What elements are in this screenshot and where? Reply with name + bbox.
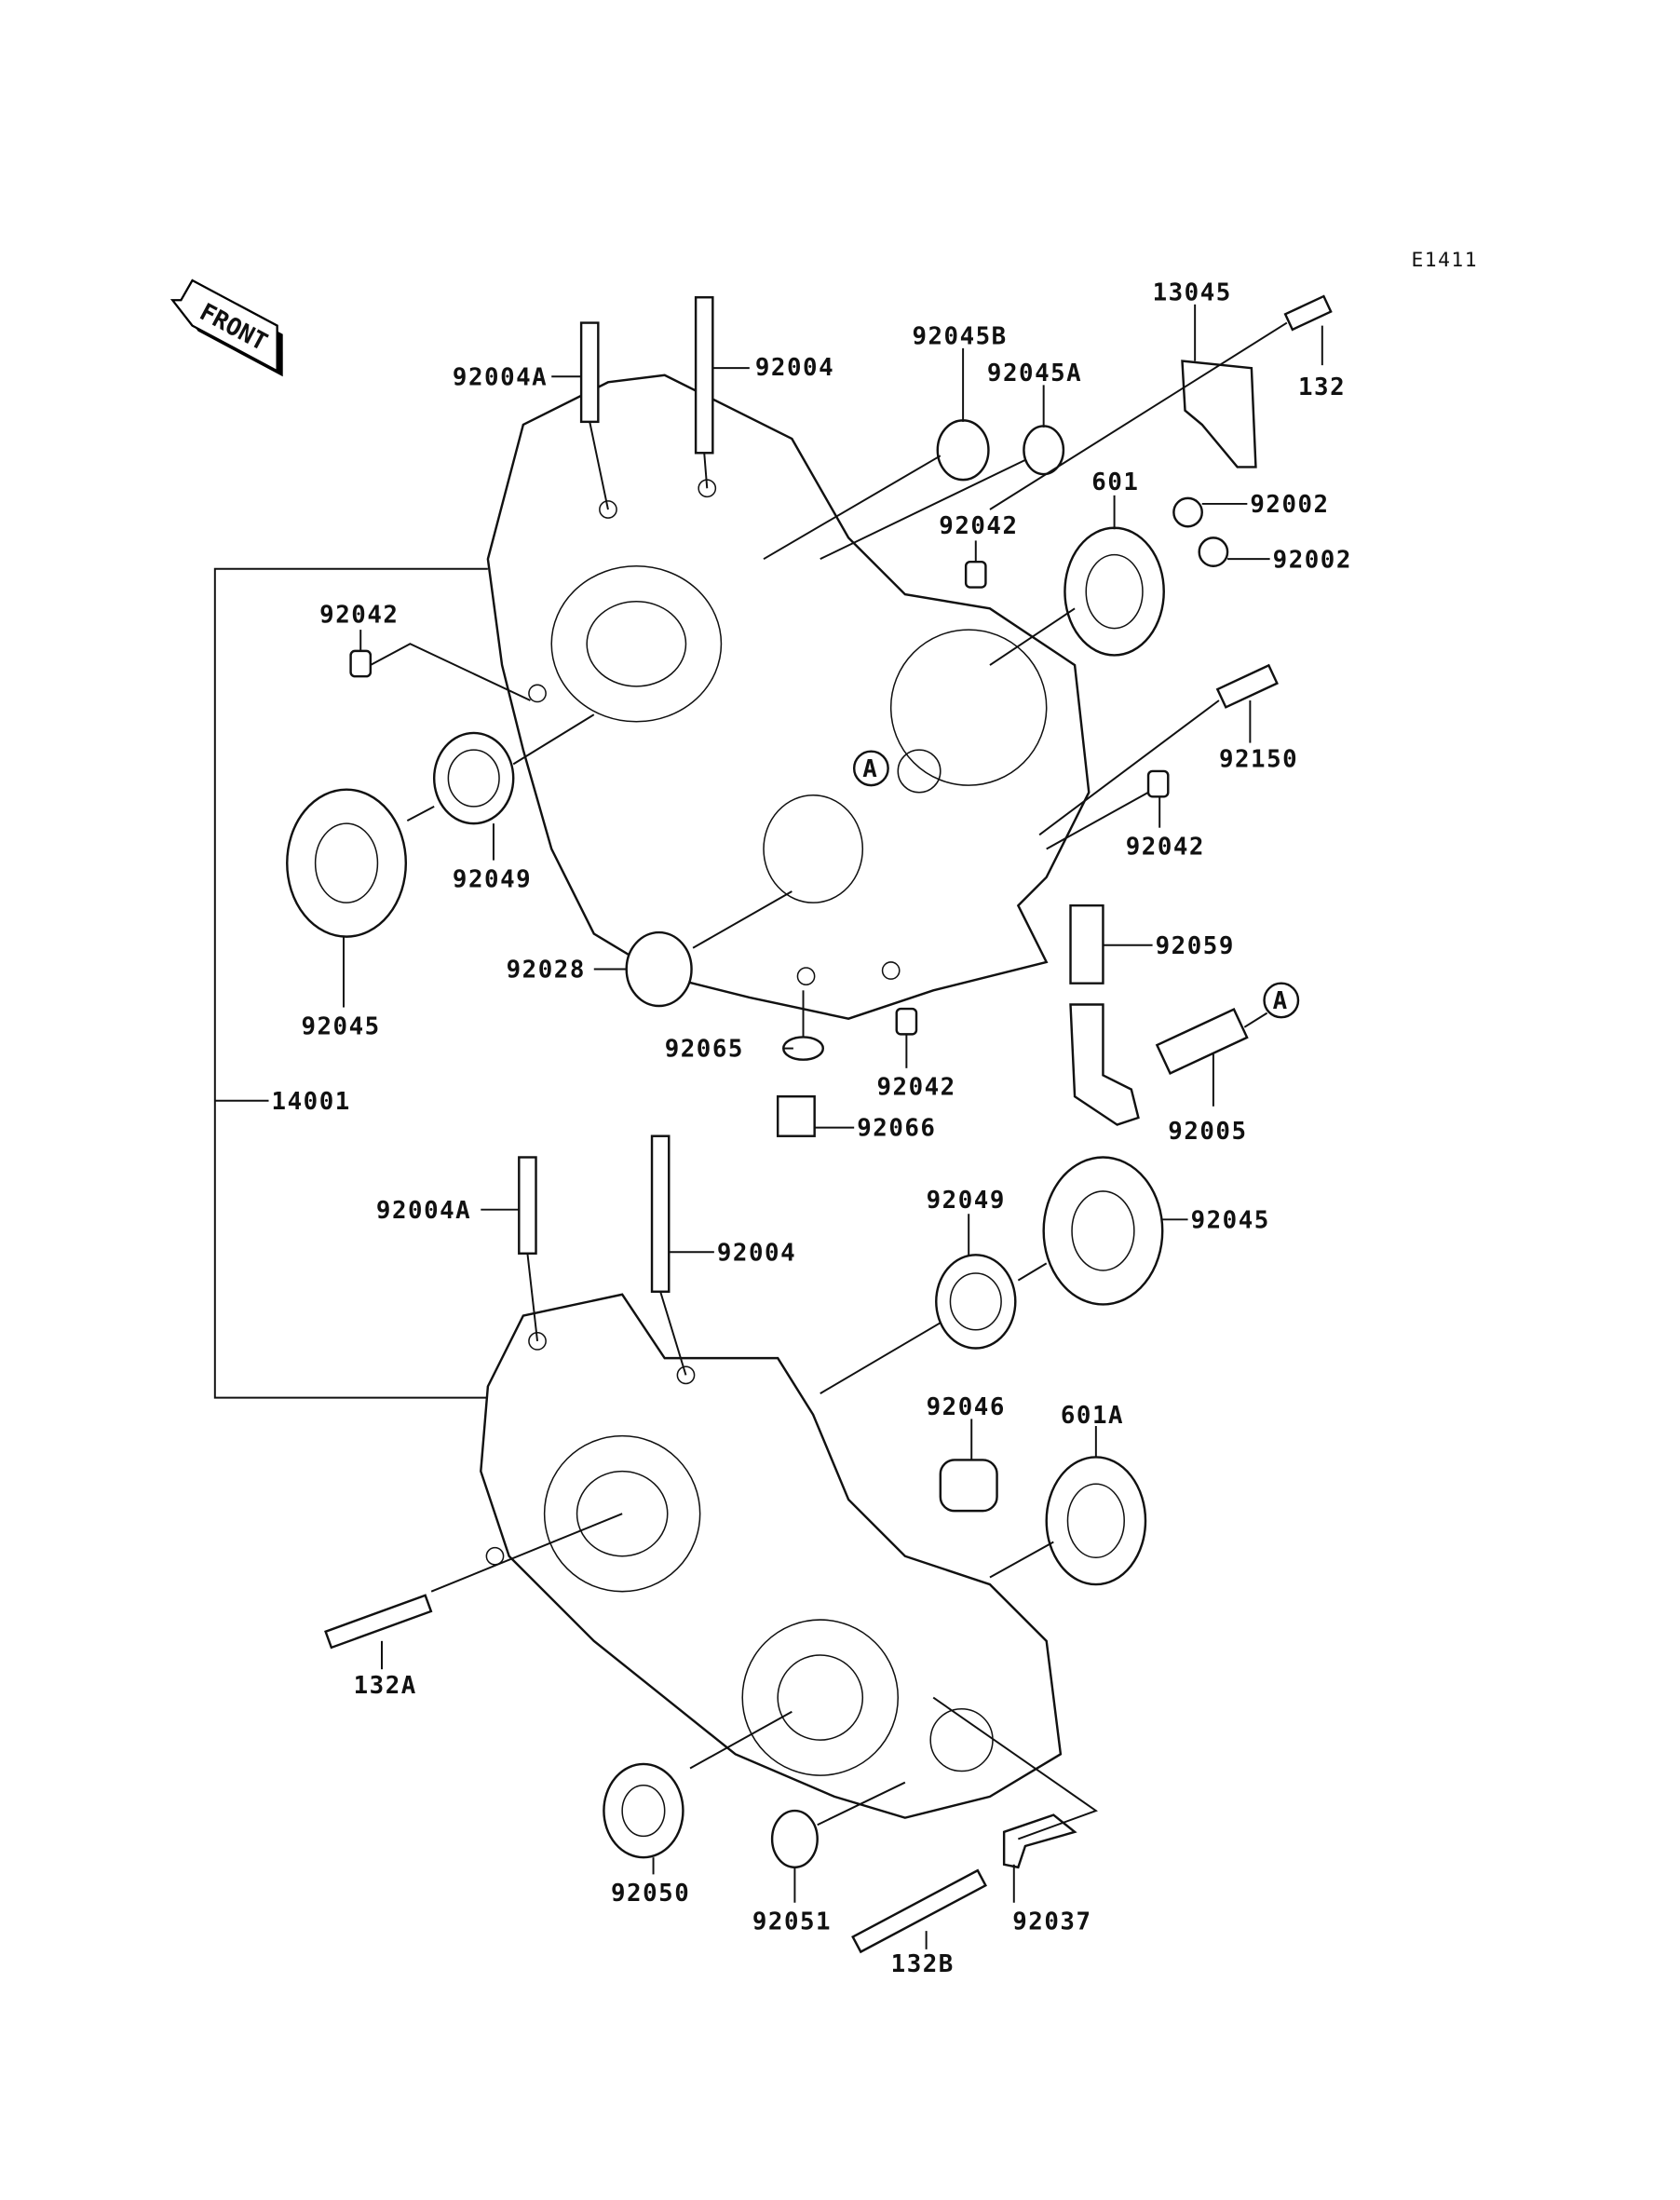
screw-92002-a [1172, 496, 1203, 528]
bearing-601A [1045, 1456, 1147, 1586]
label-92065: 92065 [665, 1036, 744, 1064]
label-92042-right: 92042 [1126, 834, 1205, 862]
hose-92059-upper [1069, 903, 1104, 985]
ref-marker-a-2 [1263, 982, 1300, 1019]
dowel-92042-top [964, 560, 987, 589]
bearing-92045B [936, 419, 990, 482]
seal-92050 [603, 1762, 684, 1859]
label-14001: 14001 [272, 1088, 351, 1116]
plug-92066 [776, 1094, 816, 1137]
label-92045-left: 92045 [301, 1012, 380, 1040]
stud-92004-bottom [650, 1134, 671, 1293]
hose-92059-lower [1069, 1003, 1140, 1126]
label-92066: 92066 [857, 1115, 936, 1143]
fitting-92005 [1155, 1007, 1249, 1075]
label-92150: 92150 [1219, 745, 1298, 773]
seal-92049-bottom [935, 1254, 1017, 1350]
clamp-92037 [1002, 1813, 1077, 1869]
lower-crankcase [480, 1293, 1063, 1819]
seal-92049-top [432, 731, 515, 825]
bearing-601 [1064, 526, 1165, 657]
label-92004A-bottom: 92004A [376, 1197, 471, 1225]
diagram-code: E1411 [1411, 249, 1478, 272]
label-13045: 13045 [1153, 278, 1232, 306]
label-92045A: 92045A [987, 360, 1082, 387]
label-92037: 92037 [1012, 1908, 1091, 1936]
label-92004A-top: 92004A [453, 363, 548, 391]
crankcase-assembly-bracket [213, 567, 488, 1399]
label-92004-bottom: 92004 [717, 1239, 796, 1267]
front-arrow-icon: FRONT [169, 278, 283, 377]
bearing-92045-bottom [1042, 1156, 1164, 1306]
bolt-132B [851, 1868, 987, 1954]
fitting-92150 [1215, 663, 1279, 709]
dowel-92042-left [349, 649, 373, 678]
label-132A: 132A [354, 1672, 417, 1700]
label-92042-left: 92042 [319, 602, 399, 630]
stud-92004A-top [579, 321, 600, 424]
label-92049-bottom: 92049 [927, 1187, 1006, 1215]
ref-marker-a-1-label: A [862, 755, 878, 783]
dowel-92042-right [1146, 769, 1170, 798]
bolt-132A [324, 1594, 433, 1650]
ref-marker-a-2-label: A [1273, 987, 1289, 1015]
stud-92004-top [694, 296, 714, 455]
seal-92051 [770, 1809, 819, 1869]
screw-92002-b [1198, 536, 1229, 567]
label-92046: 92046 [927, 1393, 1006, 1421]
upper-crankcase [486, 373, 1091, 1020]
label-92028: 92028 [507, 957, 586, 985]
label-92049-top: 92049 [453, 865, 532, 893]
label-92051: 92051 [752, 1908, 832, 1936]
label-92042-bottom: 92042 [876, 1074, 955, 1102]
label-601: 601 [1091, 469, 1139, 496]
label-92059: 92059 [1156, 932, 1235, 960]
bearing-92045-left [286, 788, 408, 938]
label-92004-top: 92004 [755, 354, 834, 382]
label-601A: 601A [1061, 1402, 1124, 1430]
dowel-92042-bottom [895, 1007, 918, 1036]
label-92050: 92050 [611, 1880, 690, 1908]
label-92002-a: 92002 [1250, 491, 1329, 519]
needle-bearing-92046 [939, 1459, 998, 1513]
label-92045-bottom: 92045 [1191, 1206, 1270, 1234]
bracket-13045 [1181, 360, 1257, 469]
stud-92004A-bottom [518, 1156, 537, 1255]
label-92002-b: 92002 [1273, 546, 1352, 574]
bolt-132 [1283, 294, 1333, 332]
bushing-92028 [625, 930, 693, 1008]
label-92042-top: 92042 [939, 512, 1018, 540]
label-92045B: 92045B [912, 322, 1007, 350]
label-92005: 92005 [1168, 1118, 1247, 1146]
label-132B: 132B [891, 1950, 955, 1978]
ref-marker-a-1 [852, 750, 889, 787]
label-132: 132 [1298, 373, 1346, 401]
